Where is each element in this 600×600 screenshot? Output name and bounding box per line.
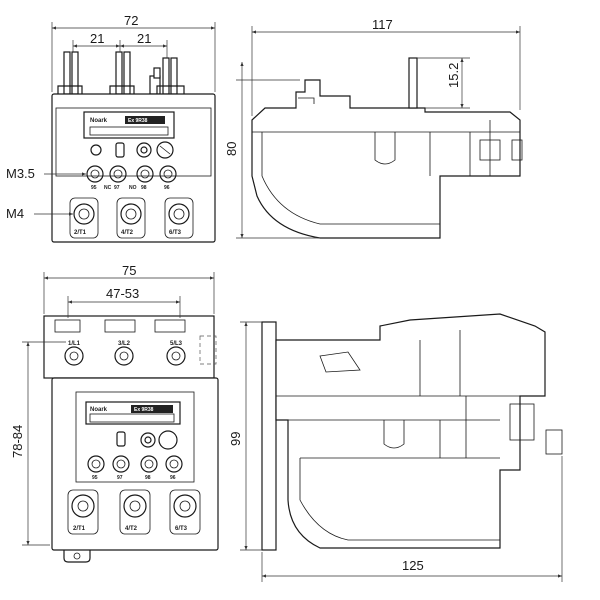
aux-label-95-large: 95 — [92, 475, 98, 481]
current-dial-icon-large — [158, 430, 178, 450]
model-label: Ex 9R38 — [128, 118, 148, 124]
stop-button-icon-large — [116, 431, 126, 447]
dim-height-80: 80 — [224, 142, 239, 156]
side-view-bottom: 125 99 — [228, 313, 563, 582]
test-button-icon — [90, 144, 102, 156]
dim-width-75: 75 — [122, 263, 136, 278]
aux-label-97: 97 — [114, 185, 120, 191]
line-label-1l1: 1/L1 — [68, 341, 81, 347]
front-view-top: Noark Ex 9R38 95 NC 97 NO 98 96 — [6, 13, 216, 243]
terminal-label-4t2: 4/T2 — [121, 230, 134, 236]
callout-m3-5: M3.5 — [6, 166, 35, 181]
dim-width-72: 72 — [124, 13, 138, 28]
main-terminal-screws — [69, 197, 194, 239]
aux-label-nc: NC — [104, 185, 112, 191]
dim-pitch-21-left: 21 — [90, 31, 104, 46]
mounting-plate — [261, 321, 277, 551]
stop-button-icon — [115, 142, 125, 158]
aux-terminal-screws — [86, 165, 177, 183]
aux-label-98: 98 — [141, 185, 147, 191]
dim-length-117: 117 — [372, 17, 393, 32]
aux-label-96: 96 — [164, 185, 170, 191]
terminal-label-6t3-large: 6/T3 — [175, 526, 188, 532]
side-body — [251, 79, 521, 239]
aux-label-no: NO — [129, 185, 137, 191]
aux-label-96-large: 96 — [170, 475, 176, 481]
dim-pitch-21-right: 21 — [137, 31, 151, 46]
aux-label-98-large: 98 — [145, 475, 151, 481]
dim-range-47-53: 47-53 — [106, 286, 139, 301]
line-block — [43, 315, 215, 379]
line-terminal-screws — [64, 346, 186, 366]
dim-height-78-84: 78-84 — [10, 425, 25, 458]
current-dial-icon — [156, 141, 174, 159]
aux-label-97-large: 97 — [117, 475, 123, 481]
dim-length-125: 125 — [402, 558, 424, 573]
label-plate — [83, 111, 175, 139]
terminal-label-6t3: 6/T3 — [169, 230, 182, 236]
brand-label-large: Noark — [90, 407, 108, 413]
side-body-large — [275, 313, 546, 549]
dim-offset-15-2: 15.2 — [446, 63, 461, 88]
reset-knob-icon — [136, 142, 152, 158]
aux-terminal-screws-large — [87, 455, 183, 473]
terminal-label-4t2-large: 4/T2 — [125, 526, 138, 532]
contact-prongs — [63, 51, 178, 95]
main-terminal-screws-large — [67, 489, 201, 535]
aux-label-95: 95 — [91, 185, 97, 191]
terminal-label-2t1: 2/T1 — [74, 230, 87, 236]
brand-label: Noark — [90, 118, 108, 124]
dim-height-99: 99 — [228, 432, 243, 446]
terminal-label-2t1-large: 2/T1 — [73, 526, 86, 532]
callout-m4: M4 — [6, 206, 24, 221]
model-label-large: Ex 9R38 — [134, 407, 154, 413]
line-label-5l3: 5/L3 — [170, 341, 183, 347]
side-view-top: 117 15.2 80 — [224, 17, 523, 239]
front-view-bottom: 1/L1 3/L2 5/L3 Noark Ex 9R38 95 97 98 96 — [10, 263, 219, 563]
line-label-3l2: 3/L2 — [118, 341, 131, 347]
reset-knob-icon-large — [140, 432, 156, 448]
